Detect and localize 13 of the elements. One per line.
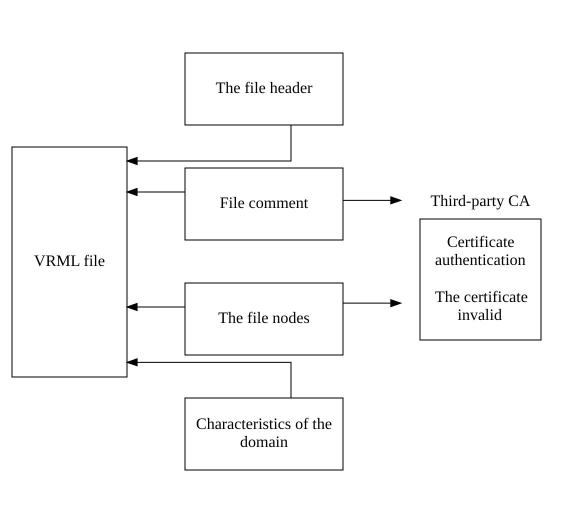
node-label: Third-party CA — [430, 192, 530, 210]
node-box: The file header — [184, 52, 344, 126]
node-box: Certificate authentication The certificate invalid — [420, 218, 542, 340]
arrow — [126, 358, 292, 398]
arrow — [126, 302, 186, 312]
arrow — [126, 188, 186, 196]
arrow — [342, 196, 402, 205]
node-box: VRML file — [12, 146, 128, 378]
node-box: The file nodes — [184, 282, 344, 356]
node-box: Characteristics of the domain — [184, 398, 344, 470]
arrow — [126, 124, 292, 166]
node-box: File comment — [184, 168, 344, 240]
arrow — [342, 298, 402, 308]
